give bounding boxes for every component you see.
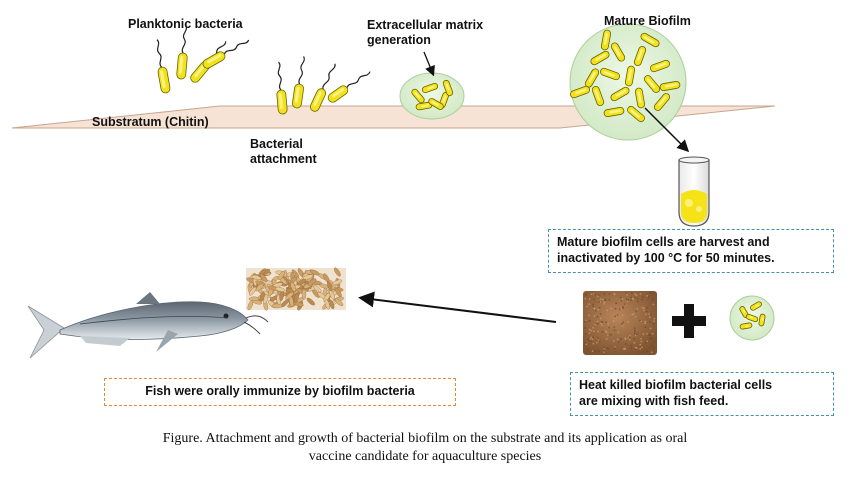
bacterium-cell (643, 75, 661, 93)
mixing-note-box: Heat killed biofilm bacterial cells are … (570, 372, 834, 416)
mixing-note-line1: Heat killed biofilm bacterial cells (579, 378, 773, 392)
bacterium-cell (309, 63, 336, 112)
bacterium-cell (624, 65, 636, 87)
matrix-bubble-icon (399, 72, 465, 120)
attached-bacteria-icon (276, 56, 371, 115)
bacterium-cell (745, 313, 759, 323)
small-biofilm-icon (729, 295, 775, 341)
arrow-to-matrix (423, 51, 435, 77)
bacterium-cell (633, 45, 647, 67)
harvest-note-line1: Mature biofilm cells are harvest and (557, 235, 770, 249)
bacterium-cell (758, 313, 766, 327)
catfish-icon (27, 292, 269, 359)
planktonic-bacteria-label: Planktonic bacteria (128, 17, 243, 31)
bacterium-cell (421, 82, 439, 94)
bacterium-cell (659, 80, 681, 92)
bacterium-cell (156, 39, 171, 94)
mature-biofilm-label: Mature Biofilm (604, 14, 691, 28)
bacterium-cell (569, 85, 591, 99)
bacterium-cell (603, 106, 625, 118)
harvest-note-box: Mature biofilm cells are harvest and ina… (548, 229, 834, 273)
immunize-note-box: Fish were orally immunize by biofilm bac… (104, 378, 456, 406)
bacterium-cell (610, 86, 630, 102)
mixing-note-line2: are mixing with fish feed. (579, 394, 729, 408)
bacterium-cell (649, 59, 671, 73)
figure-caption-line1: Figure. Attachment and growth of bacteri… (162, 431, 688, 446)
bacterium-cell (600, 29, 612, 51)
bacterium-cell (610, 42, 626, 62)
bacterium-cell (599, 67, 621, 81)
bacterium-cell (653, 93, 671, 111)
arrow-to-feed (358, 291, 557, 323)
bacterium-cell (428, 98, 444, 110)
bacterium-cell (202, 39, 250, 69)
matrix-generation-label-line1: Extracellular matrix (367, 18, 484, 32)
bacterium-cell (634, 87, 646, 109)
figure-caption-line2: vaccine candidate for aquaculture specie… (308, 449, 542, 464)
immunize-note-text: Fish were orally immunize by biofilm bac… (145, 384, 415, 398)
bacterium-cell (590, 50, 610, 66)
mature-biofilm-icon (569, 23, 687, 141)
bacterium-cell (442, 79, 454, 97)
bacterium-cell (591, 85, 605, 107)
bacterium-cell (411, 88, 425, 104)
bacterium-cell (640, 32, 660, 48)
bacterial-attachment-label-line2: attachment (250, 152, 317, 166)
matrix-generation-label-line2: generation (367, 33, 431, 47)
powder-icon (583, 291, 657, 355)
bacterium-cell (327, 71, 371, 103)
arrow-to-tube (644, 107, 690, 153)
substratum-label: Substratum (Chitin) (92, 115, 209, 129)
bacterium-cell (627, 105, 645, 123)
test-tube-icon (678, 156, 710, 227)
bacterial-attachment-label-line1: Bacterial (250, 137, 303, 151)
bacterium-cell (176, 24, 188, 80)
bacterium-cell (292, 56, 305, 109)
planktonic-bacteria-icon (156, 24, 250, 94)
bacterium-cell (750, 301, 762, 311)
bacterium-cell (739, 322, 753, 330)
fish-feed-pellets-icon (246, 267, 346, 311)
bacterium-cell (276, 61, 288, 115)
harvest-note-line2: inactivated by 100 °C for 50 minutes. (557, 251, 775, 265)
plus-icon (672, 304, 706, 338)
